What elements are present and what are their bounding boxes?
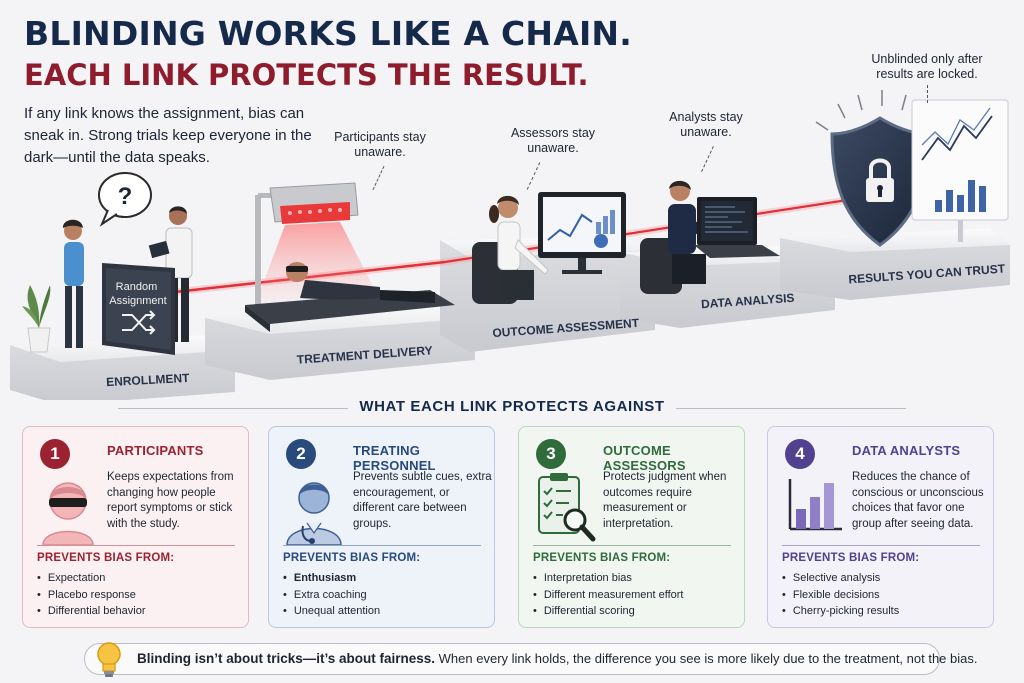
- footer-banner: Blinding isn’t about tricks—it’s about f…: [84, 643, 978, 675]
- callout-unblinded-leader: [927, 85, 928, 103]
- card-participants: 1 PARTICIPANTS Keeps expectations from c…: [22, 426, 249, 628]
- card-title: DATA ANALYSTS: [852, 443, 961, 458]
- card-title: PARTICIPANTS: [107, 443, 204, 458]
- section-rule-right: [676, 408, 906, 409]
- prevents-bias-label: PREVENTS BIAS FROM:: [283, 552, 421, 564]
- list-item: Enthusiasm: [283, 570, 380, 587]
- lightbulb-icon: [97, 642, 121, 677]
- doctor-icon: [286, 482, 342, 545]
- list-item: Cherry-picking results: [782, 603, 899, 620]
- section-heading-text: WHAT EACH LINK PROTECTS AGAINST: [359, 398, 665, 415]
- svg-text:Random Assignment: Random Assignment: [109, 281, 166, 307]
- patient-on-bed-icon: [245, 262, 455, 332]
- bias-list: Selective analysis Flexible decisions Ch…: [782, 570, 899, 620]
- participant-person-icon: [62, 219, 84, 348]
- card-number: 2: [286, 439, 316, 469]
- assessment-monitor-icon: [538, 192, 626, 274]
- question-bubble-icon: ?: [98, 172, 152, 227]
- staff-person-icon: [148, 206, 193, 342]
- intro-text: If any link knows the assignment, bias c…: [24, 105, 312, 166]
- card-outcome-assessors: 3 OUTCOME ASSESSORS Protects judgment wh…: [518, 426, 745, 628]
- card-divider: [37, 545, 235, 546]
- section-heading: WHAT EACH LINK PROTECTS AGAINST: [0, 398, 1024, 415]
- callout-analysts: Analysts stay unaware.: [669, 110, 743, 139]
- list-item: Expectation: [37, 570, 146, 587]
- page-title: BLINDING WORKS LIKE A CHAIN.: [24, 14, 632, 53]
- card-divider: [283, 545, 481, 546]
- bias-list: Interpretation bias Different measuremen…: [533, 570, 684, 620]
- card-title: OUTCOME ASSESSORS: [603, 443, 686, 473]
- stage-label-analysis: DATA ANALYSIS: [701, 291, 795, 311]
- assessor-person-icon: [472, 195, 549, 304]
- list-item: Placebo response: [37, 587, 146, 604]
- card-number: 1: [40, 439, 70, 469]
- list-item: Selective analysis: [782, 570, 899, 587]
- list-item: Differential scoring: [533, 603, 683, 620]
- random-assignment-box: Random Assignment: [102, 263, 175, 355]
- callout-assessors: Assessors stay unaware.: [510, 126, 596, 155]
- footer-bold-text: Blinding isn’t about tricks—it’s about f…: [137, 651, 436, 666]
- card-treating-personnel: 2 TREATING PERSONNEL Prevents subtle cue…: [268, 426, 495, 628]
- plant-icon: [22, 285, 51, 353]
- blinding-chain-illustration: ? Random Assignment: [10, 90, 1010, 400]
- list-item: Different measurement effort: [533, 587, 684, 604]
- section-rule-left: [118, 408, 348, 409]
- analysis-laptop-icon: [694, 197, 780, 258]
- card-number: 3: [536, 439, 566, 469]
- list-item: Differential behavior: [37, 603, 146, 620]
- platform-enrollment: [10, 335, 235, 400]
- page-subtitle: EACH LINK PROTECTS THE RESULT.: [24, 58, 589, 92]
- shuffle-icon: [122, 310, 156, 335]
- shield-lock-icon: [815, 90, 930, 247]
- card-description: Keeps expectations from changing how peo…: [107, 471, 234, 530]
- clipboard-magnifier-icon: [538, 473, 596, 542]
- footer-text: When every link holds, the difference yo…: [435, 651, 978, 666]
- question-mark: ?: [118, 183, 133, 210]
- bias-list: Enthusiasm Extra coaching Unequal attent…: [283, 570, 380, 620]
- card-description: Protects judgment when outcomes require …: [603, 471, 727, 530]
- card-title: TREATING PERSONNEL: [353, 443, 436, 473]
- card-divider: [782, 545, 980, 546]
- list-item: Flexible decisions: [782, 587, 899, 604]
- list-item: Interpretation bias: [533, 570, 683, 587]
- card-description: Reduces the chance of conscious or uncon…: [852, 471, 984, 530]
- list-item: Extra coaching: [283, 587, 380, 604]
- treatment-lamp-icon: [255, 182, 380, 305]
- prevents-bias-label: PREVENTS BIAS FROM:: [37, 552, 175, 564]
- card-description: Prevents subtle cues, extra encouragemen…: [353, 471, 492, 530]
- prevents-bias-label: PREVENTS BIAS FROM:: [782, 552, 920, 564]
- callout-unblinded: Unblinded only after results are locked.: [871, 52, 983, 81]
- card-data-analysts: 4 DATA ANALYSTS Reduces the chance of co…: [767, 426, 994, 628]
- bar-chart-icon: [788, 479, 842, 531]
- prevents-bias-label: PREVENTS BIAS FROM:: [533, 552, 671, 564]
- blindfolded-person-icon: [42, 482, 94, 545]
- stage-label-enrollment: ENROLLMENT: [106, 371, 191, 389]
- list-item: Unequal attention: [283, 603, 380, 620]
- bias-list: Expectation Placebo response Differentia…: [37, 570, 146, 620]
- platform-results: [780, 228, 1010, 300]
- card-divider: [533, 545, 731, 546]
- results-chart-board-icon: [911, 99, 1009, 242]
- callout-participants: Participants stay unaware.: [334, 130, 426, 159]
- card-number: 4: [785, 439, 815, 469]
